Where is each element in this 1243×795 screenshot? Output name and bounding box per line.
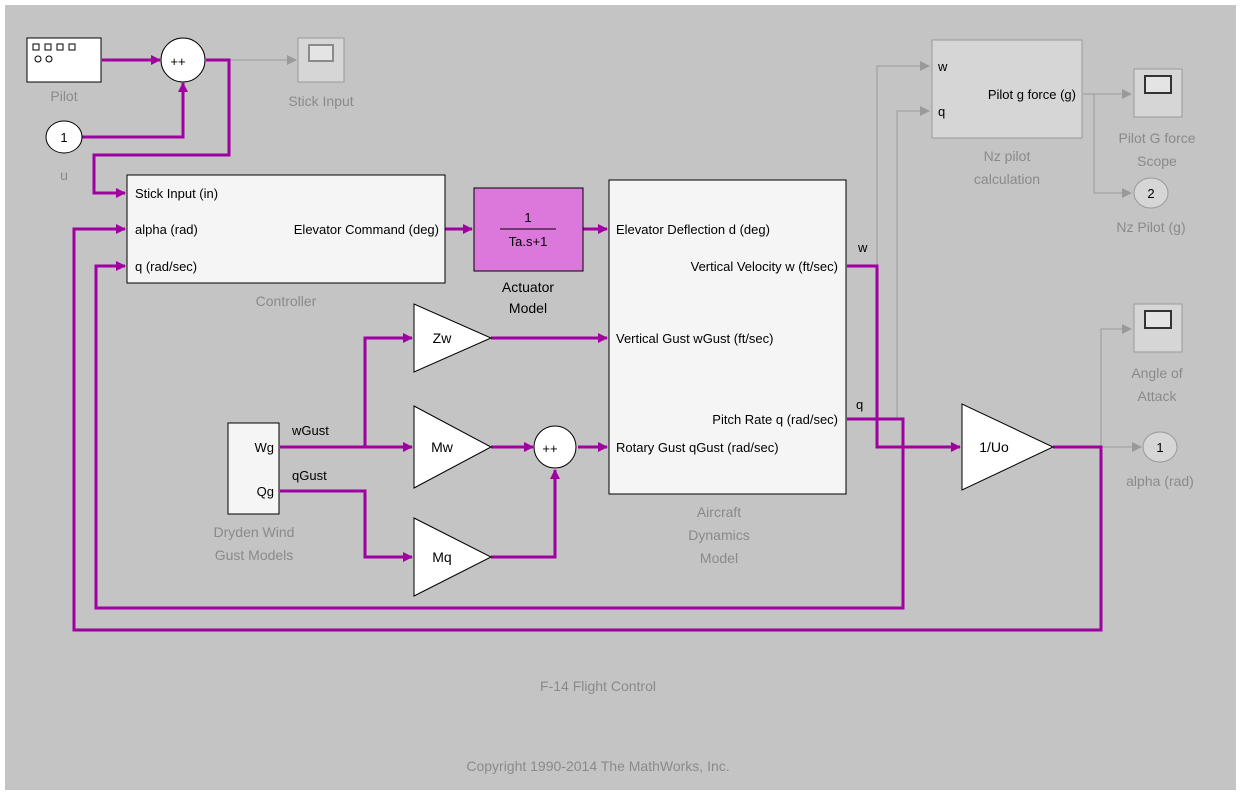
controller-input-stick: Stick Input (in) [135, 186, 218, 201]
gain-zw-label: Zw [433, 330, 453, 346]
actuator-block[interactable]: 1 Ta.s+1 [473, 187, 584, 272]
signal-label-qgust: qGust [292, 468, 327, 483]
aircraft-dynamics-block[interactable]: Elevator Deflection d (deg) Vertical Gus… [608, 179, 847, 495]
controller-block[interactable]: Stick Input (in) alpha (rad) q (rad/sec)… [126, 174, 446, 284]
dryden-output-wg: Wg [255, 440, 275, 455]
outport-alpha-number: 1 [1156, 440, 1163, 455]
inport-u[interactable]: 1 [45, 120, 83, 154]
signal-q-feedback[interactable] [94, 261, 905, 610]
gain-mw[interactable]: Mw [413, 405, 493, 489]
outport-nz-label: Nz Pilot (g) [1116, 219, 1185, 235]
aircraft-input-elevator: Elevator Deflection d (deg) [616, 222, 770, 237]
signal-label-q: q [856, 397, 863, 412]
nz-label-line2: calculation [974, 171, 1040, 187]
gain-1-uo[interactable]: 1/Uo [961, 403, 1055, 491]
aircraft-output-w: Vertical Velocity w (ft/sec) [691, 259, 838, 274]
sum-gust[interactable]: ++ [533, 425, 577, 469]
signal-alpha-feedback[interactable] [72, 224, 1103, 632]
signal-qgust-to-mq[interactable] [280, 489, 413, 562]
aircraft-output-q: Pitch Rate q (rad/sec) [712, 412, 838, 427]
nz-label-line1: Nz pilot [984, 148, 1031, 164]
actuator-label-line2: Model [509, 300, 547, 316]
nz-output: Pilot g force (g) [988, 87, 1076, 102]
signal-label-wgust: wGust [291, 423, 329, 438]
aoa-scope-label-line1: Angle of [1131, 365, 1182, 381]
scope-icon [1144, 310, 1172, 329]
inport-u-label: u [60, 167, 68, 183]
pilot-g-scope-label-line2: Scope [1137, 153, 1177, 169]
controller-label: Controller [256, 293, 317, 309]
signal-label-w: w [857, 240, 868, 255]
gain-mq-label: Mq [432, 549, 451, 565]
dryden-label-line1: Dryden Wind [214, 524, 295, 540]
gain-mq[interactable]: Mq [413, 517, 493, 597]
signal-mq-to-sum[interactable] [491, 469, 560, 559]
scope-icon [308, 44, 334, 62]
stick-input-label: Stick Input [288, 93, 353, 109]
controller-input-alpha: alpha (rad) [135, 222, 198, 237]
dryden-label-line2: Gust Models [215, 547, 294, 563]
aircraft-label-line3: Model [700, 550, 738, 566]
gain-mw-label: Mw [431, 439, 454, 455]
signal-wgust-to-zw[interactable] [363, 333, 413, 447]
actuator-denominator: Ta.s+1 [509, 234, 548, 249]
gain-uo-label: 1/Uo [979, 439, 1009, 455]
sum-pilot-signs: ++ [170, 54, 185, 69]
copyright-text: Copyright 1990-2014 The MathWorks, Inc. [466, 758, 729, 774]
outport-alpha[interactable]: 1 [1142, 431, 1178, 463]
signal-w-to-nz[interactable] [876, 61, 930, 266]
signal-q-to-nz[interactable] [896, 106, 930, 419]
aircraft-label-line1: Aircraft [697, 504, 741, 520]
pilot-g-scope-label-line1: Pilot G force [1118, 130, 1195, 146]
pilot-g-scope[interactable] [1133, 68, 1183, 118]
aircraft-input-qgust: Rotary Gust qGust (rad/sec) [616, 440, 779, 455]
actuator-numerator: 1 [524, 210, 531, 225]
gain-zw[interactable]: Zw [413, 303, 493, 373]
nz-pilot-block[interactable]: w q Pilot g force (g) [931, 39, 1083, 139]
dryden-gust-block[interactable]: Wg Qg [227, 422, 280, 515]
aoa-scope[interactable] [1133, 303, 1183, 353]
sum-gust-signs: ++ [542, 441, 557, 456]
inport-u-number: 1 [60, 130, 67, 145]
controller-input-q: q (rad/sec) [135, 259, 197, 274]
outport-nz[interactable]: 2 [1133, 177, 1169, 209]
signal-builder-icon [32, 43, 76, 63]
stick-input-scope[interactable] [297, 37, 345, 83]
signal-u-to-sum[interactable] [82, 82, 188, 139]
nz-input-w: w [937, 59, 948, 74]
aoa-scope-label-line2: Attack [1138, 388, 1178, 404]
outport-alpha-label: alpha (rad) [1126, 473, 1194, 489]
sum-pilot[interactable]: ++ [160, 37, 206, 83]
pilot-label: Pilot [50, 88, 77, 104]
scope-icon [1144, 75, 1172, 94]
dryden-output-qg: Qg [257, 484, 274, 499]
outport-nz-number: 2 [1147, 186, 1154, 201]
nz-input-q: q [938, 104, 945, 119]
aircraft-input-wgust: Vertical Gust wGust (ft/sec) [616, 331, 774, 346]
signal-sum-to-controller[interactable] [92, 58, 231, 198]
model-title: F-14 Flight Control [540, 678, 656, 694]
signal-w-to-gain[interactable] [847, 264, 961, 452]
controller-output: Elevator Command (deg) [294, 222, 439, 237]
signal-alpha-to-scope[interactable] [1100, 324, 1132, 447]
pilot-block[interactable] [26, 37, 102, 83]
signal-nz-to-outport[interactable] [1093, 94, 1132, 198]
aircraft-label-line2: Dynamics [688, 527, 749, 543]
actuator-label-line1: Actuator [502, 279, 554, 295]
